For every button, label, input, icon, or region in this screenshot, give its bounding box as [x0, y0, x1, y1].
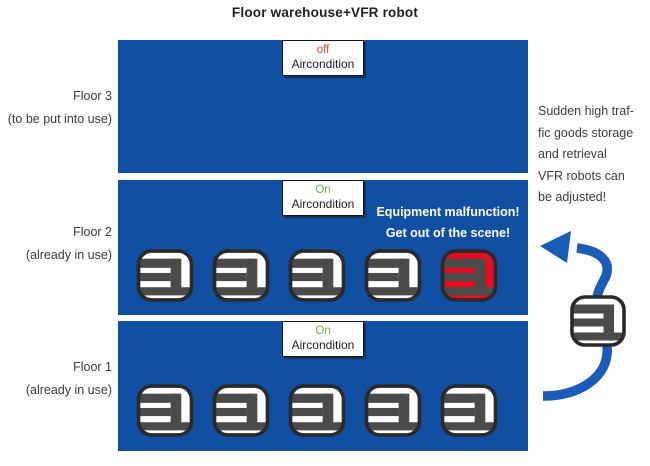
- aircondition-status: off: [316, 44, 330, 56]
- aircondition-label: Aircondition: [291, 197, 355, 211]
- floor3-label-group: Floor 3 (to be put into use): [0, 85, 112, 131]
- side-note-line: Sudden high traf-: [538, 104, 634, 118]
- floor3-aircondition-box: off Aircondition: [282, 40, 364, 76]
- side-note-line: fic goods storage: [538, 125, 634, 140]
- transfer-robot-icon: [570, 295, 626, 347]
- malfunction-warning: Equipment malfunction! Get out of the sc…: [366, 202, 530, 244]
- adjustment-arrow-head: [540, 231, 571, 263]
- floor3-label: Floor 3: [73, 89, 112, 103]
- malfunction-warning-line1: Equipment malfunction!: [376, 205, 520, 219]
- floor1-aircondition-box: On Aircondition: [282, 321, 364, 357]
- robot-icon: [364, 384, 422, 437]
- side-note-line: be adjusted!: [538, 190, 607, 204]
- aircondition-status: On: [315, 184, 331, 196]
- robot-icon: [136, 249, 194, 302]
- malfunction-warning-line2: Get out of the scene!: [385, 226, 511, 240]
- aircondition-status: On: [315, 325, 331, 337]
- floor1-sublabel: (already in use): [25, 383, 112, 397]
- floor2-area: On Aircondition Equipment malfunction! G…: [118, 180, 528, 315]
- robot-icon: [212, 249, 270, 302]
- floor1-label-group: Floor 1 (already in use): [0, 356, 112, 402]
- robot-icon: [288, 384, 346, 437]
- aircondition-label: Aircondition: [291, 57, 355, 71]
- floor3-area: off Aircondition: [118, 40, 528, 173]
- side-note-line: VFR robots can: [538, 168, 625, 183]
- floor1-robot-row: [136, 384, 498, 437]
- aircondition-label: Aircondition: [291, 338, 355, 352]
- side-note-line: and retrieval: [538, 147, 607, 161]
- floor2-label: Floor 2: [73, 225, 112, 239]
- side-note: Sudden high traf- fic goods storage and …: [538, 101, 650, 209]
- floor2-aircondition-box: On Aircondition: [282, 180, 364, 216]
- floor3-sublabel: (to be put into use): [7, 112, 112, 126]
- page-title: Floor warehouse+VFR robot: [231, 5, 419, 20]
- floor2-label-group: Floor 2 (already in use): [0, 221, 112, 267]
- robot-icon: [440, 384, 498, 437]
- floor1-area: On Aircondition: [118, 321, 528, 451]
- floor1-label: Floor 1: [73, 360, 112, 374]
- robot-icon: [136, 384, 194, 437]
- robot-icon: [288, 249, 346, 302]
- robot-icon: [212, 384, 270, 437]
- robot-icon-malfunction: [440, 249, 498, 302]
- floor2-robot-row: [136, 249, 498, 302]
- floor2-sublabel: (already in use): [25, 248, 112, 262]
- robot-icon: [364, 249, 422, 302]
